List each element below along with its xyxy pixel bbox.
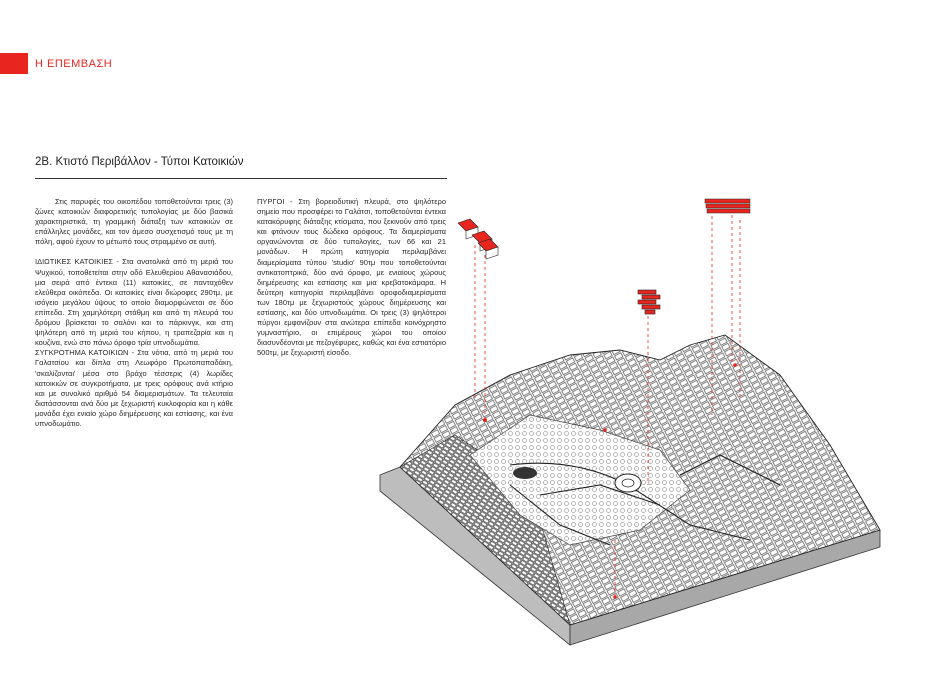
housing-complex-paragraph: ΣΥΓΚΡΟΤΗΜΑ ΚΑΤΟΙΚΙΩΝ - Στα νότια, από τη…: [35, 348, 233, 428]
tower-block-cluster-middle: [637, 289, 661, 315]
dark-landmark: [513, 467, 537, 479]
private-houses-paragraph: ΙΔΙΩΤΙΚΕΣ ΚΑΤΟΙΚΙΕΣ - Στα ανατολικά από …: [35, 257, 233, 348]
park-area: [469, 414, 691, 546]
text-column-right: ΠΥΡΓΟΙ - Στη βορειοδυτική πλευρά, στο ψη…: [257, 197, 446, 359]
section-tag: Η ΕΠΕΜΒΑΣΗ: [35, 58, 113, 70]
heading-rule: [35, 178, 447, 179]
circular-plaza: [614, 473, 642, 493]
isometric-site-model: [379, 198, 881, 646]
text-column-left: Στις παρυφές του οικοπέδου τοποθετούνται…: [35, 197, 233, 429]
tower-block-cluster-right: [704, 198, 751, 214]
projection-lines: [474, 210, 741, 597]
road-network: [509, 454, 781, 546]
site-markers: [483, 363, 737, 599]
towers-paragraph: ΠΥΡΓΟΙ - Στη βορειοδυτική πλευρά, στο ψη…: [257, 197, 446, 358]
intro-paragraph: Στις παρυφές του οικοπέδου τοποθετούνται…: [35, 197, 233, 247]
section-color-block: [0, 53, 28, 74]
page-heading: 2Β. Κτιστό Περιβάλλον - Τύποι Κατοικιών: [35, 156, 244, 168]
tower-block-cluster-left: [457, 218, 499, 260]
